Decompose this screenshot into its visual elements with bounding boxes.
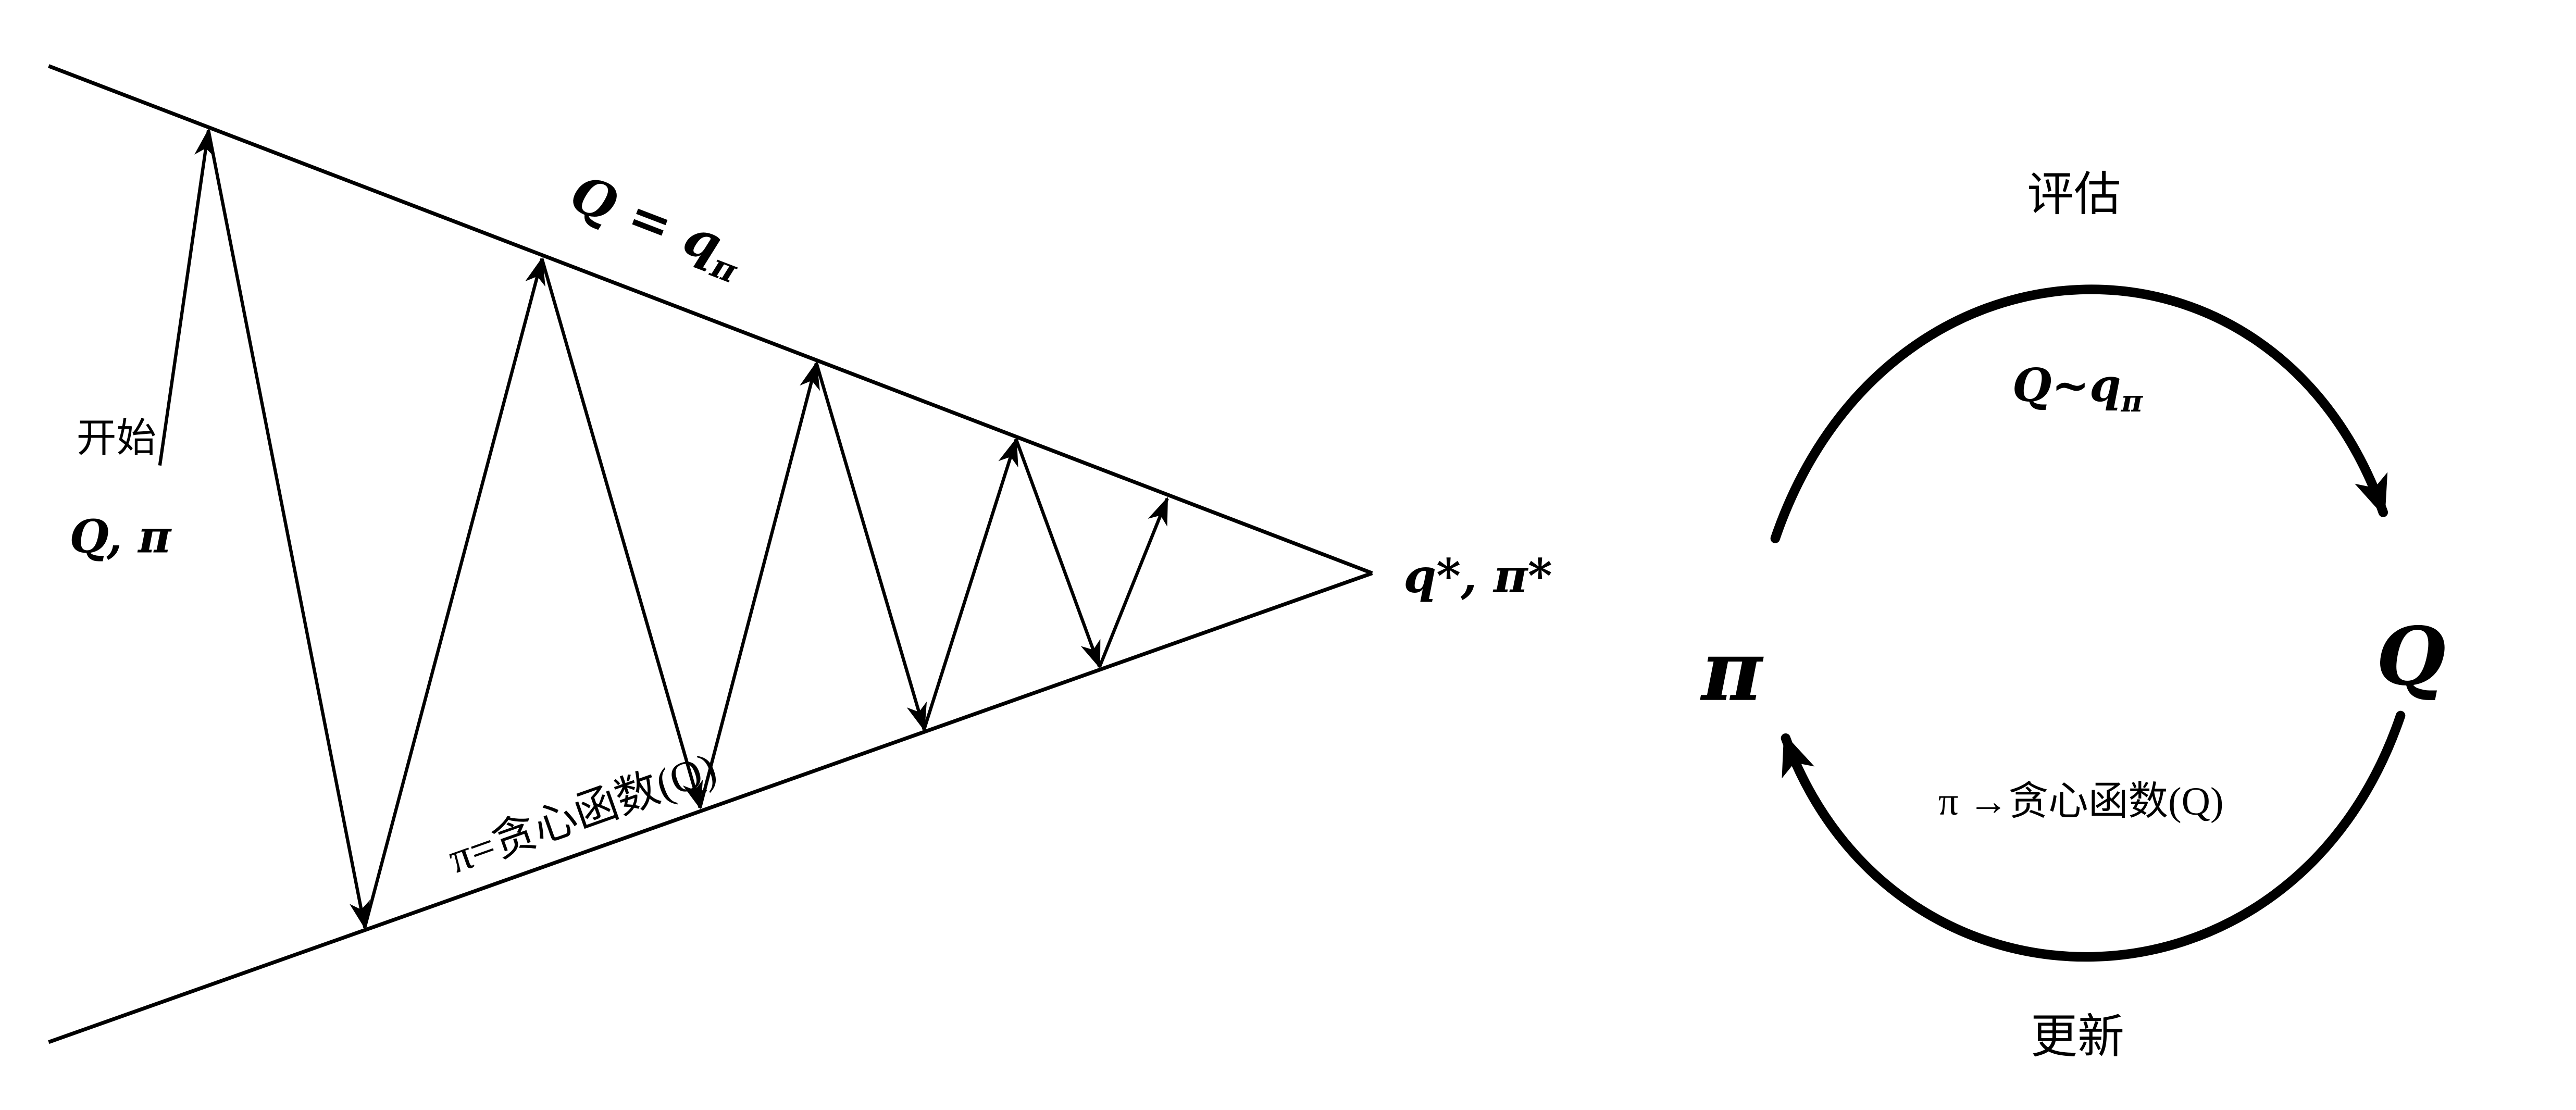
evaluation-label: 评估 xyxy=(2027,169,2121,220)
start-label: 开始 xyxy=(77,416,156,460)
evaluation-formula-subscript: π xyxy=(2121,384,2144,419)
policy-iteration-cycle: 评估 Q~qπ π Q π →贪心函数(Q) 更新 xyxy=(1700,169,2446,1063)
lower-line-label: π=贪心函数(Q) xyxy=(442,744,723,883)
improvement-arc-arrow xyxy=(1781,710,2406,962)
optimal-label: q*, π* xyxy=(1403,548,1552,604)
start-symbols: Q, π xyxy=(69,510,172,563)
policy-symbol: π xyxy=(1700,622,1764,720)
update-label: 更新 xyxy=(2031,1012,2124,1063)
zigzag-arrow xyxy=(158,128,215,466)
zigzag-arrows xyxy=(158,128,1169,929)
lower-bound-line xyxy=(48,571,1373,1044)
action-value-symbol: Q xyxy=(2376,610,2446,704)
zigzag-arrow xyxy=(815,363,927,731)
zigzag-arrow xyxy=(1014,439,1101,669)
zigzag-arrow xyxy=(540,258,703,809)
improvement-formula: π →贪心函数(Q) xyxy=(1938,779,2224,824)
upper-bound-line xyxy=(48,64,1373,575)
evaluation-formula: Q~qπ xyxy=(2012,359,2144,419)
upper-line-label-main: Q = q xyxy=(563,163,730,275)
zigzag-arrow xyxy=(1098,496,1169,668)
zigzag-arrow xyxy=(207,130,370,929)
convergence-funnel: 开始 Q, π Q = qπ π=贪心函数(Q) q*, π* xyxy=(48,64,1552,1044)
zigzag-arrow xyxy=(698,361,820,808)
evaluation-arc-arrow xyxy=(1770,284,2388,543)
evaluation-formula-main: Q~q xyxy=(2012,359,2121,412)
zigzag-arrow xyxy=(922,438,1018,730)
zigzag-arrow xyxy=(363,257,545,928)
